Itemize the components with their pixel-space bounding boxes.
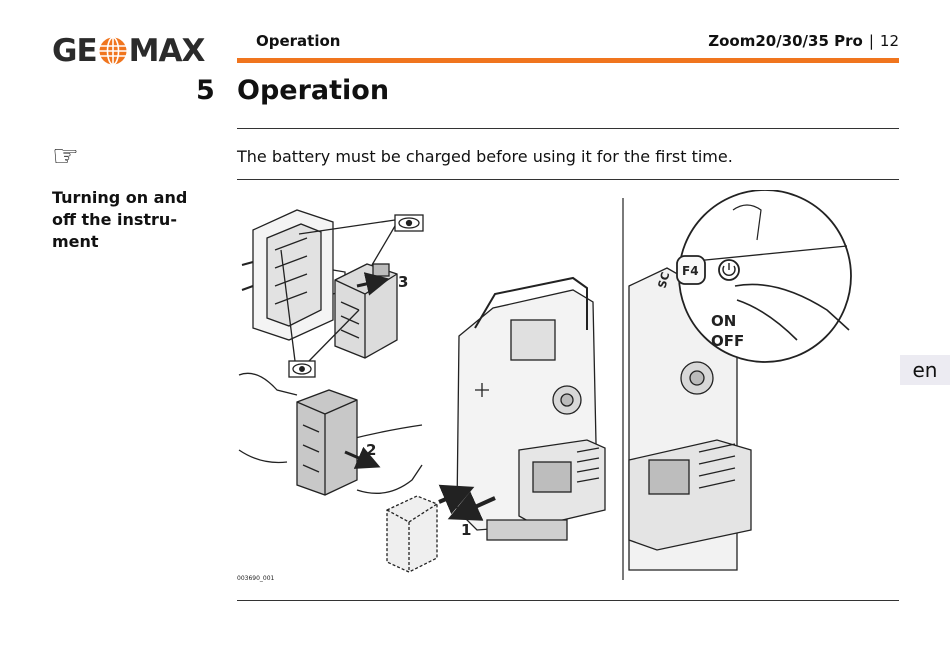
off-label: OFF (711, 332, 744, 350)
note-text: The battery must be charged before using… (237, 147, 733, 166)
header-accent-rule (237, 58, 899, 63)
battery-pack-drawing (334, 263, 398, 359)
on-label: ON (711, 312, 736, 330)
logo-text-left: GE (52, 33, 98, 69)
finger-drawing (734, 283, 850, 341)
rule-bottom (237, 600, 899, 601)
esc-key-label: SC (656, 271, 673, 290)
total-station-drawing (456, 276, 606, 541)
header-section-title: Operation (256, 32, 341, 50)
operation-illustration: 3 2 1 F4 SC ON OFF 003690_001 (237, 190, 852, 582)
removed-battery-ghost (386, 495, 438, 573)
step-label-3: 3 (398, 273, 408, 291)
battery-compartment-drawing (241, 209, 346, 341)
chapter-title: Operation (237, 75, 390, 106)
figure-id: 003690_001 (237, 575, 275, 582)
keyboard-instrument-drawing (628, 267, 752, 571)
pointing-hand-icon: ☞ (52, 139, 79, 174)
rule-note-bottom (237, 179, 899, 180)
rule-top (237, 128, 899, 129)
header-separator: | (868, 32, 874, 50)
chapter-number: 5 (196, 75, 215, 106)
f4-key-label: F4 (682, 264, 699, 278)
step-label-1: 1 (461, 521, 471, 539)
power-button (718, 259, 740, 281)
header-product-info: Zoom20/30/35 Pro | 12 (708, 32, 899, 50)
geomax-logo: GE MAX (52, 33, 206, 69)
logo-text-right: MAX (128, 33, 206, 69)
product-name: Zoom20/30/35 Pro (708, 32, 863, 50)
page-number: 12 (879, 32, 899, 50)
language-tab[interactable]: en (900, 355, 950, 385)
f4-key (676, 255, 706, 285)
step-label-2: 2 (366, 441, 376, 459)
hands-battery-drawing (238, 372, 423, 496)
globe-icon (99, 36, 127, 66)
side-heading: Turning on and off the instru-ment (52, 188, 188, 251)
